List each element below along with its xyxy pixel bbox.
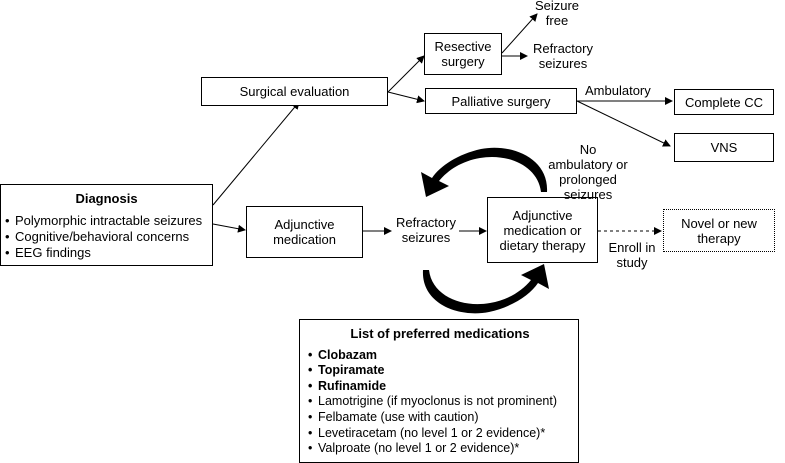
medication-item: Valproate (no level 1 or 2 evidence)*	[308, 441, 572, 457]
vns-box: VNS	[674, 133, 774, 162]
resective-surgery-box: Resective surgery	[424, 33, 502, 75]
adjunctive-medication-box: Adjunctive medication	[246, 206, 363, 258]
medication-item: Lamotrigine (if myoclonus is not promine…	[308, 394, 572, 410]
preferred-medications-box: List of preferred medications Clobazam T…	[299, 319, 579, 463]
no-ambulatory-label: No ambulatory or prolonged seizures	[548, 142, 628, 202]
refractory-seizures-label: Refractory seizures	[396, 215, 456, 245]
refractory-seizures-surgery-label: Refractory seizures	[533, 41, 593, 71]
arrow-surgical-to-palliative	[387, 91, 425, 104]
cycle-arrow-top	[421, 147, 548, 197]
arrow-palliative-to-vns	[576, 100, 671, 147]
surgical-evaluation-box: Surgical evaluation	[201, 77, 388, 106]
adjunctive-or-dietary-box: Adjunctive medication or dietary therapy	[487, 197, 598, 263]
medication-item: Felbamate (use with caution)	[308, 410, 572, 426]
medication-item: Topiramate	[308, 363, 572, 379]
medications-title: List of preferred medications	[350, 326, 530, 341]
cycle-arrow-bottom	[422, 264, 549, 314]
arrow-surgical-to-resective	[387, 55, 425, 93]
medication-item: Levetiracetam (no level 1 or 2 evidence)…	[308, 426, 572, 442]
diagnosis-item: Polymorphic intractable seizures	[5, 213, 208, 229]
diagnosis-list: Polymorphic intractable seizures Cogniti…	[5, 213, 208, 261]
ambulatory-label: Ambulatory	[585, 83, 651, 98]
enroll-in-study-label: Enroll in study	[608, 240, 656, 270]
arrow-diagnosis-to-adjunctive	[212, 223, 246, 233]
diagnosis-item: Cognitive/behavioral concerns	[5, 229, 208, 245]
arrow-diagnosis-to-surgical	[212, 101, 300, 206]
complete-cc-box: Complete CC	[674, 89, 774, 115]
medication-item: Clobazam	[308, 348, 572, 364]
arrow-resective-to-seizure-free	[501, 13, 538, 54]
medication-item: Rufinamide	[308, 379, 572, 395]
medications-list: Clobazam Topiramate Rufinamide Lamotrigi…	[308, 348, 572, 457]
seizure-free-label: Seizure free	[534, 0, 580, 28]
diagnosis-box: Diagnosis Polymorphic intractable seizur…	[0, 184, 213, 266]
diagnosis-title: Diagnosis	[75, 191, 138, 206]
diagnosis-item: EEG findings	[5, 245, 208, 261]
palliative-surgery-box: Palliative surgery	[425, 88, 577, 114]
novel-therapy-box: Novel or new therapy	[663, 209, 775, 252]
